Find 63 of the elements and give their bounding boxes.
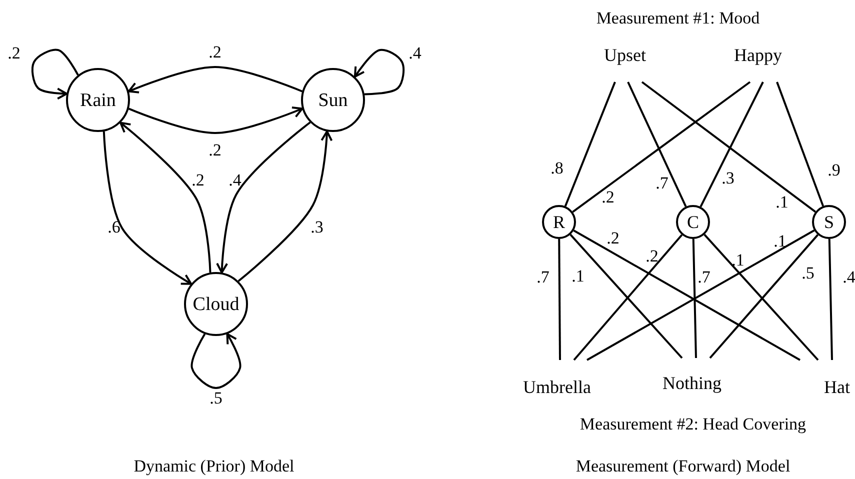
edge-label: .7 (536, 268, 550, 286)
edge-label: .2 (646, 248, 658, 264)
edge-label: .7 (656, 174, 668, 192)
arrow (128, 66, 303, 94)
edge-label: .4 (842, 268, 855, 286)
edge-label: .2 (208, 142, 222, 158)
edge-label: .2 (602, 188, 614, 206)
connector-line (641, 81, 816, 213)
panel-caption: Dynamic (Prior) Model (134, 458, 294, 474)
edge-label: .6 (108, 218, 120, 236)
state-label: C (686, 213, 699, 231)
state-circle (812, 205, 846, 239)
state-circle (676, 205, 710, 239)
edge-label: .2 (192, 172, 204, 188)
arrow (190, 332, 242, 389)
edge-label: .3 (310, 218, 324, 236)
arrow (31, 48, 79, 100)
edge-label: .2 (8, 44, 20, 62)
state-circle (66, 68, 130, 132)
outcome-label: Upset (604, 46, 646, 64)
state-label: Cloud (192, 294, 240, 314)
edge-label: .5 (210, 390, 222, 406)
edge-label: .2 (208, 44, 222, 60)
edge-label: .3 (722, 170, 734, 186)
edge-label: .9 (828, 162, 840, 178)
state-label: S (824, 213, 834, 231)
outcome-label: Nothing (662, 374, 722, 392)
edge-label: .4 (408, 44, 422, 62)
arrow (120, 122, 212, 273)
edge-label: .1 (732, 252, 744, 268)
arrow (216, 122, 311, 274)
section-heading: Measurement #2: Head Covering (580, 416, 806, 432)
edge-label: .1 (774, 232, 786, 250)
state-circle (301, 68, 365, 132)
edge-label: .4 (228, 172, 242, 188)
arrow (238, 130, 333, 282)
section-heading: Measurement #1: Mood (596, 10, 760, 26)
outcome-label: Hat (824, 378, 850, 396)
connector-line (828, 238, 833, 360)
state-label: Rain (80, 90, 116, 110)
state-circle (542, 205, 576, 239)
connector-line (627, 82, 687, 207)
edge-label: .1 (572, 268, 584, 284)
connector-line (700, 82, 764, 208)
edge-label: .5 (802, 264, 814, 282)
panel-caption: Measurement (Forward) Model (576, 458, 790, 474)
edge-label: .7 (698, 268, 710, 286)
connector-line (692, 238, 697, 358)
outcome-label: Happy (734, 46, 782, 64)
state-label: Sun (318, 90, 348, 110)
outcome-label: Umbrella (523, 378, 591, 396)
state-label: R (552, 213, 565, 231)
state-circle (184, 272, 248, 336)
arrow (102, 131, 192, 285)
edge-label: .8 (550, 160, 564, 176)
arrow (128, 106, 304, 134)
connector-line (776, 82, 824, 206)
edge-label: .2 (606, 230, 620, 246)
connector-line (572, 81, 751, 213)
connector-line (564, 82, 616, 207)
arrow (354, 48, 405, 96)
edge-label: .1 (776, 194, 788, 210)
connector-line (558, 239, 561, 360)
